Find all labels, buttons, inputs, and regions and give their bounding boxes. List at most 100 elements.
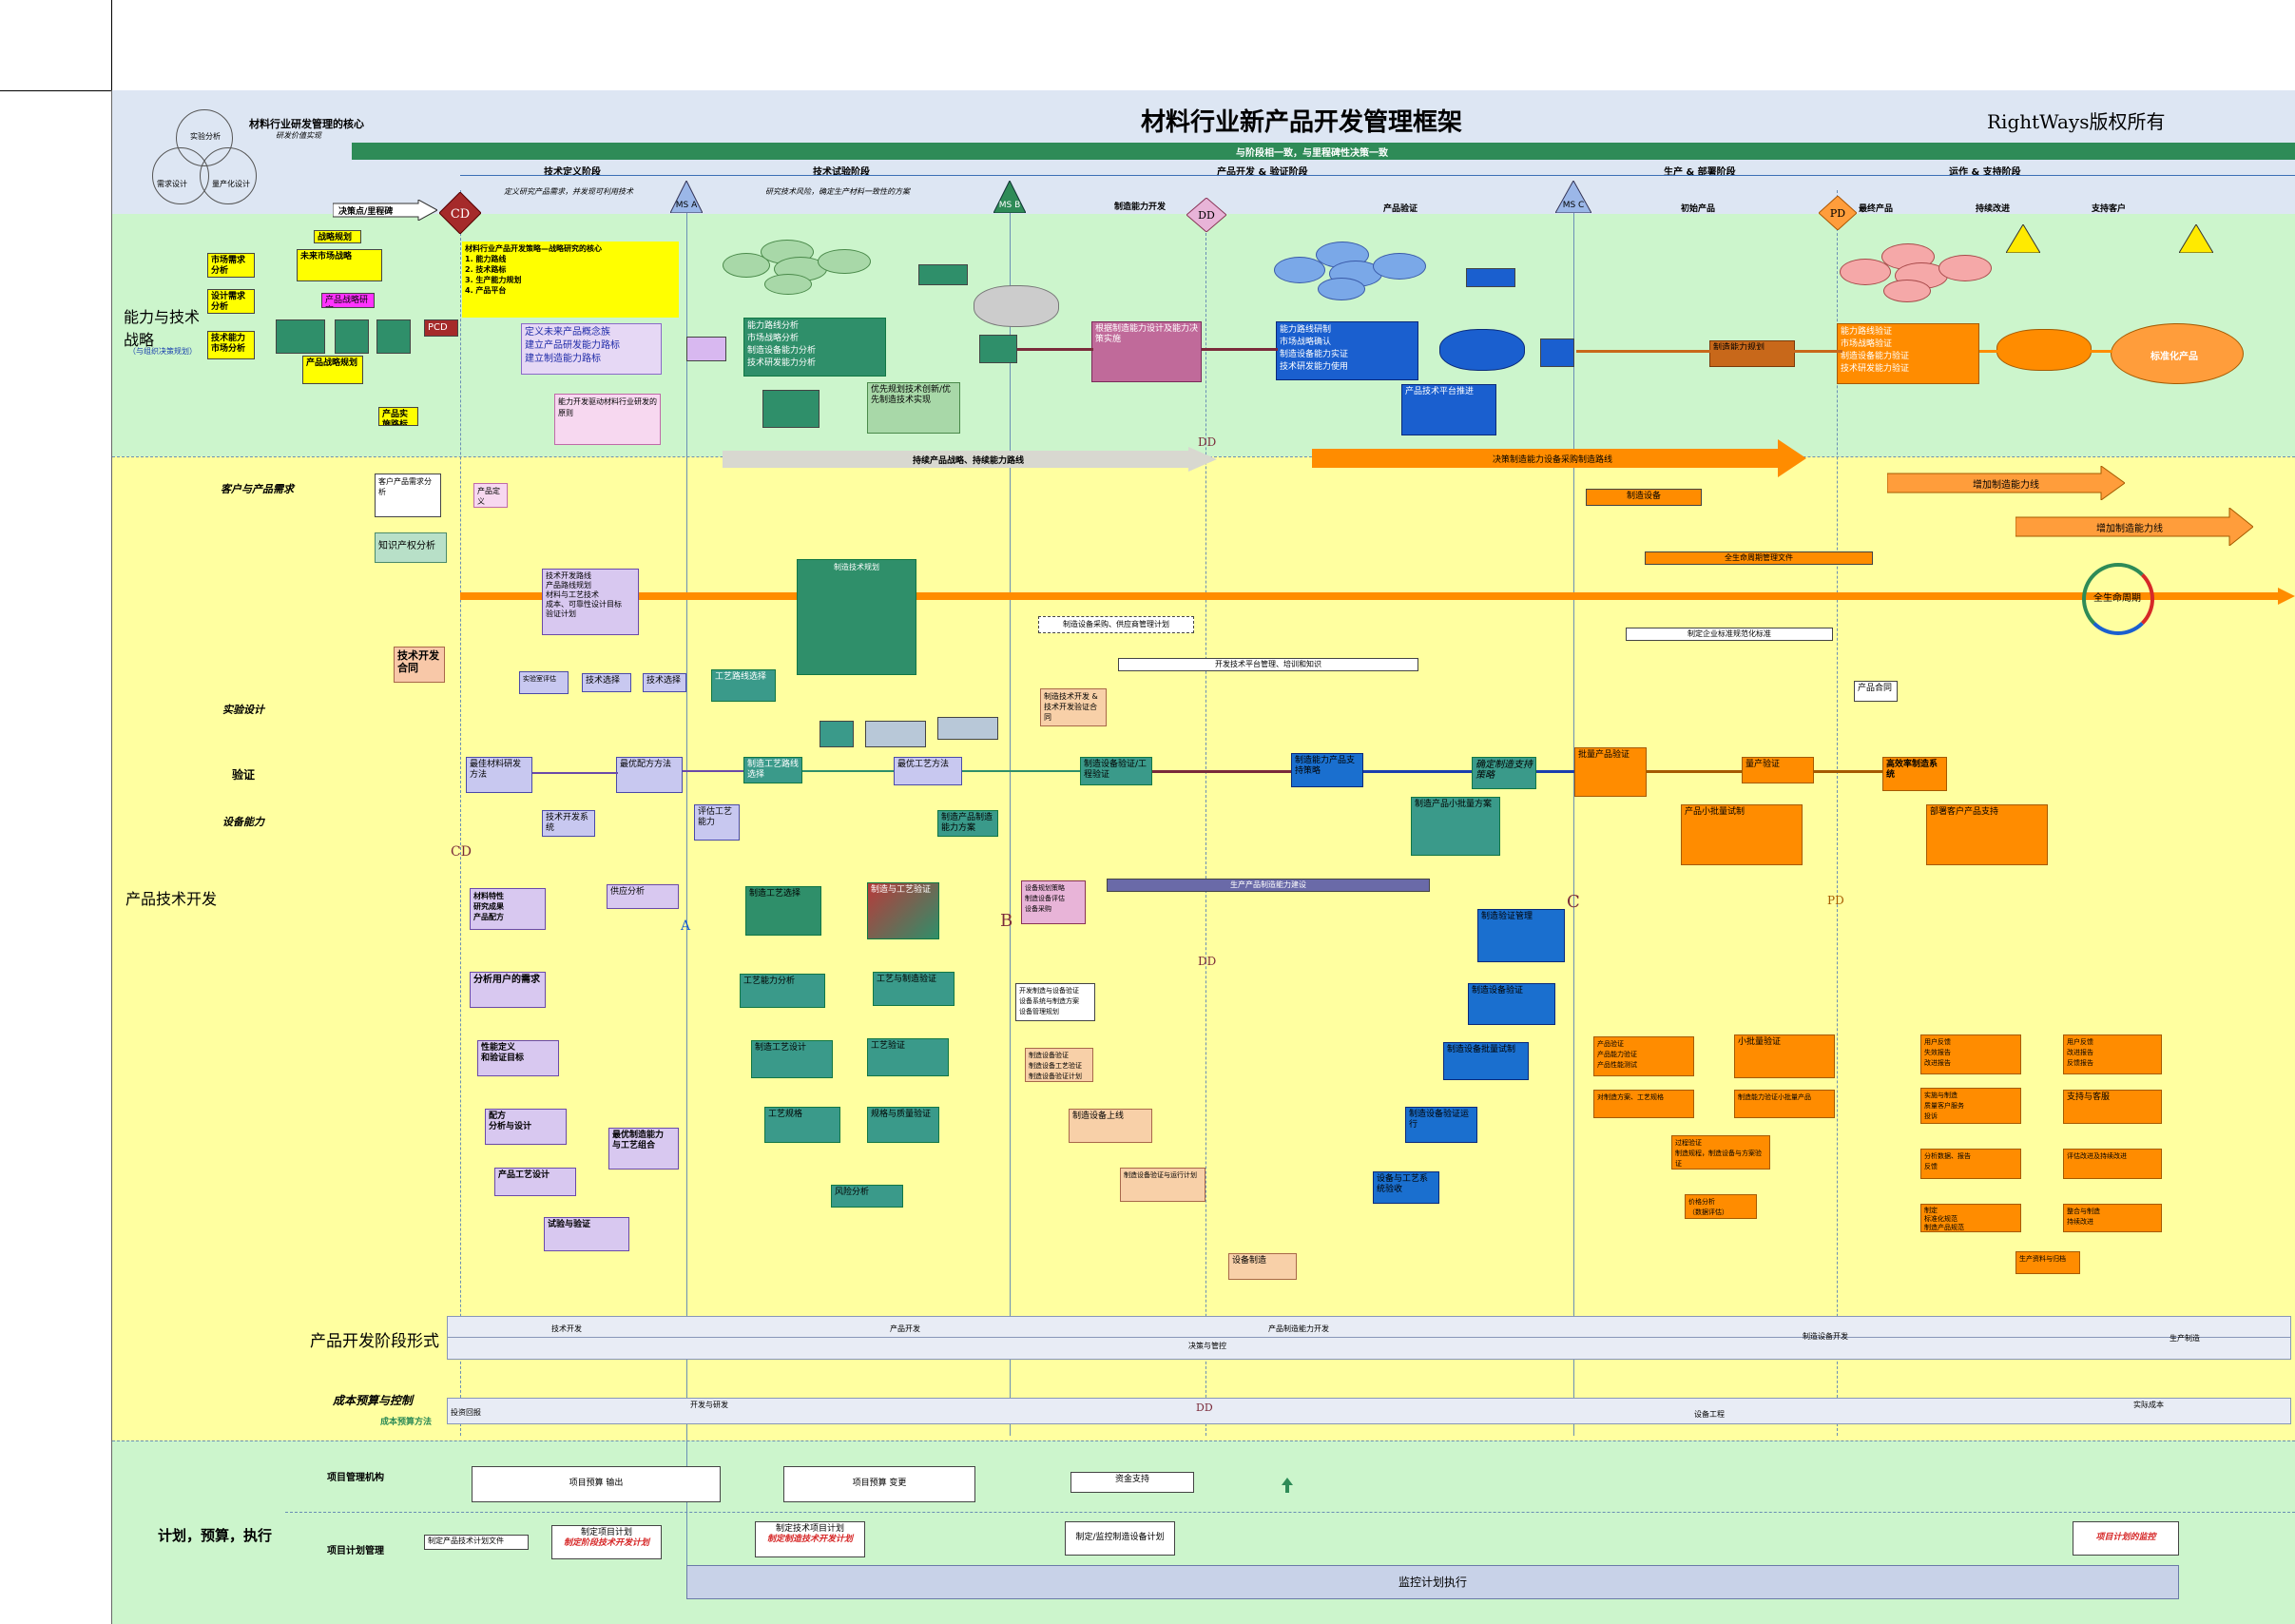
orange-long-arrow [460,588,2295,605]
orange-o8: 用户反馈 改进报告 反馈报告 [2063,1034,2162,1074]
lane-label-cost: 成本预算与控制 [333,1394,414,1407]
lane-label-capability: 能力与技术战略 [124,308,201,349]
milestone-dd: DD [1186,198,1226,232]
pf-gray-1 [820,721,854,747]
cap-box-3: 能力路线研制 市场战略确认 制造设备能力实证 技术研发能力使用 [1276,321,1418,380]
orange-o10: 支持与客服 [2063,1090,2162,1124]
box-strategy-plan: 战略规划 [314,230,361,243]
marker-dd-2: DD [1198,955,1217,968]
pf-opt-cap: 最优制造能力 与工艺组合 [608,1128,679,1170]
orange-o9: 实施与制造 质量客户服务 投诉 [1920,1088,2021,1124]
orange-o3: 对制造方案、工艺规格 [1593,1090,1694,1118]
pf-tech-review: 风险分析 [831,1185,903,1208]
stage-s1: 技术开发 [551,1324,582,1333]
phase-line-dd [1205,228,1206,1436]
lane-label-pm-plan: 项目计划管理 [327,1546,384,1556]
lane-label-pm-org: 项目管理机构 [327,1473,384,1483]
box-future-market: 未来市场战略 [297,249,382,281]
cap-box-green-sq [918,264,968,285]
box-product-strategy: 产品战略研究 [321,293,375,308]
milestone-c-label: MS C [1563,201,1585,210]
stage-s6: 生产制造 [2170,1334,2200,1343]
pf-spec-verify: 规格与质量验证 [867,1107,939,1143]
top-margin [0,0,2295,90]
pf-tech-contract: 技术开发合同 [394,647,445,683]
milestone-cd-label: CD [451,207,470,222]
main-flow-line-6 [1363,770,1472,773]
phase-sub-2: 研究技术风险，确定生产材料一致性的方案 [765,187,910,196]
orange-o13: 制定 标准化规范 制造产品规范 [1920,1204,2021,1232]
plan-p1: 项目预算 输出 [472,1466,721,1502]
cap-flow-line-2 [1202,348,1278,351]
corner-axis-h [0,90,112,91]
phase-sub-1: 定义研究产品需求，并发现可利用技术 [504,187,633,196]
pf-lab-eval: 实验室评估 [519,671,569,694]
cap-box-ms-a [979,335,1017,363]
orange-o5: 过程验证 制造规程，制造设备与方案验证 [1671,1135,1770,1170]
lane-label-stage-form: 产品开发阶段形式 [310,1332,439,1351]
lane-label-equip: 设备能力 [222,816,264,828]
big-arrow-orange-2-shape [1886,465,2126,501]
milestone-pd: PD [1819,196,1857,230]
venn-circle-3 [200,147,257,204]
orange-o2: 小批量验证 [1734,1034,1835,1078]
pf-proc-route: 工艺路线选择 [711,669,776,702]
lane-divider-3 [285,1512,2295,1513]
pf-process-m: 最优工艺方法 [894,757,962,785]
cap-flow-line-1 [1017,348,1093,351]
box-tech-market: 技术能力市场分析 [207,331,255,359]
pf-mfg-plan: 制造能力产品支持策略 [1291,753,1363,787]
cap-box-5: 制造能力规划 [1709,340,1795,367]
warning-icon-2 [2179,224,2213,253]
phase-arrow-line [460,175,2295,176]
box-enterprise-std: 制定企业标准规范化标准 [1626,628,1833,641]
pf-proc-spec: 工艺规格 [764,1107,840,1143]
phase-line-cd [460,190,461,1436]
cap-box-6: 产品技术平台推进 [1401,384,1496,435]
big-arrow-orange-2: 增加制造能力线 [1886,465,2126,501]
cost-c1: 投资回报 [451,1408,481,1417]
box-market-analysis: 市场需求分析 [207,253,255,278]
phase-line-b [1010,190,1011,1436]
marker-cd-2: CD [451,844,472,860]
big-arrow-orange-1: 决策制造能力设备采购制造路线 [1312,439,1806,477]
phase-line-a [686,190,687,1597]
purple-banner: 生产产品制造能力建设 [1107,879,1430,892]
start-arrow: 决策点/里程碑 [332,199,439,222]
big-arrow-gray-label: 持续产品战略、持续能力路线 [913,456,1025,466]
pf-mfg-proc-sel: 制造工艺选择 [745,886,821,936]
plan-up-arrow [1282,1478,1293,1493]
pf-tech-sel: 技术选择 [582,673,631,692]
marker-pd-2: PD [1827,894,1844,907]
milestone-b: MS B [993,181,1026,213]
orange-long-arrow-shape [460,588,2295,605]
pf-test-verify: 试验与验证 [544,1217,629,1251]
pf-dev-equip: 设备规划策略 制造设备评估 设备采购 [1021,880,1086,924]
phase-line-c [1573,190,1574,1436]
sub-label-mfg: 制造能力开发 [1114,203,1167,212]
milestone-b-label: MS B [999,201,1021,210]
marker-c-2: C [1567,892,1580,912]
cost-c4: 实际成本 [2133,1401,2164,1409]
cap-box-green-sm [762,390,820,428]
milestone-a: MS A [670,181,703,213]
milestone-dd-label: DD [1198,209,1215,222]
plan-p3: 资金支持 [1070,1472,1194,1493]
plan-p6: 制定技术项目计划 制定制造技术开发计划 [755,1521,865,1557]
cost-c2: 开发与研发 [690,1401,728,1409]
cap-box-1: 定义未来产品概念族 建立产品研发能力路标 建立制造能力路标 [521,323,662,375]
main-flow-line-1 [532,772,618,774]
stage-s2: 产品开发 [890,1324,920,1333]
pf-mfg-equip-trial: 制造设备验证与运行计划 [1120,1168,1205,1202]
warning-icon-1 [2006,224,2040,253]
orange-o4: 制造能力验证小批量产品 [1734,1090,1835,1118]
phase-label-5: 运作 & 支持阶段 [1949,167,2021,178]
pf-tech-pattern: 技术开发系统 [542,810,595,837]
plan-p4: 制定产品技术计划文件 [424,1535,529,1550]
pf-first-mat: 最佳材料研发方法 [466,757,532,793]
cap-box-small [686,337,726,361]
plan-p5-sub: 制定阶段技术开发计划 [563,1538,649,1548]
pf-formula-design: 配方 分析与设计 [485,1109,567,1145]
pf-gray-2 [865,721,926,747]
cap-box-8: 优先规划技术创新/优先制造技术实现 [867,382,960,434]
